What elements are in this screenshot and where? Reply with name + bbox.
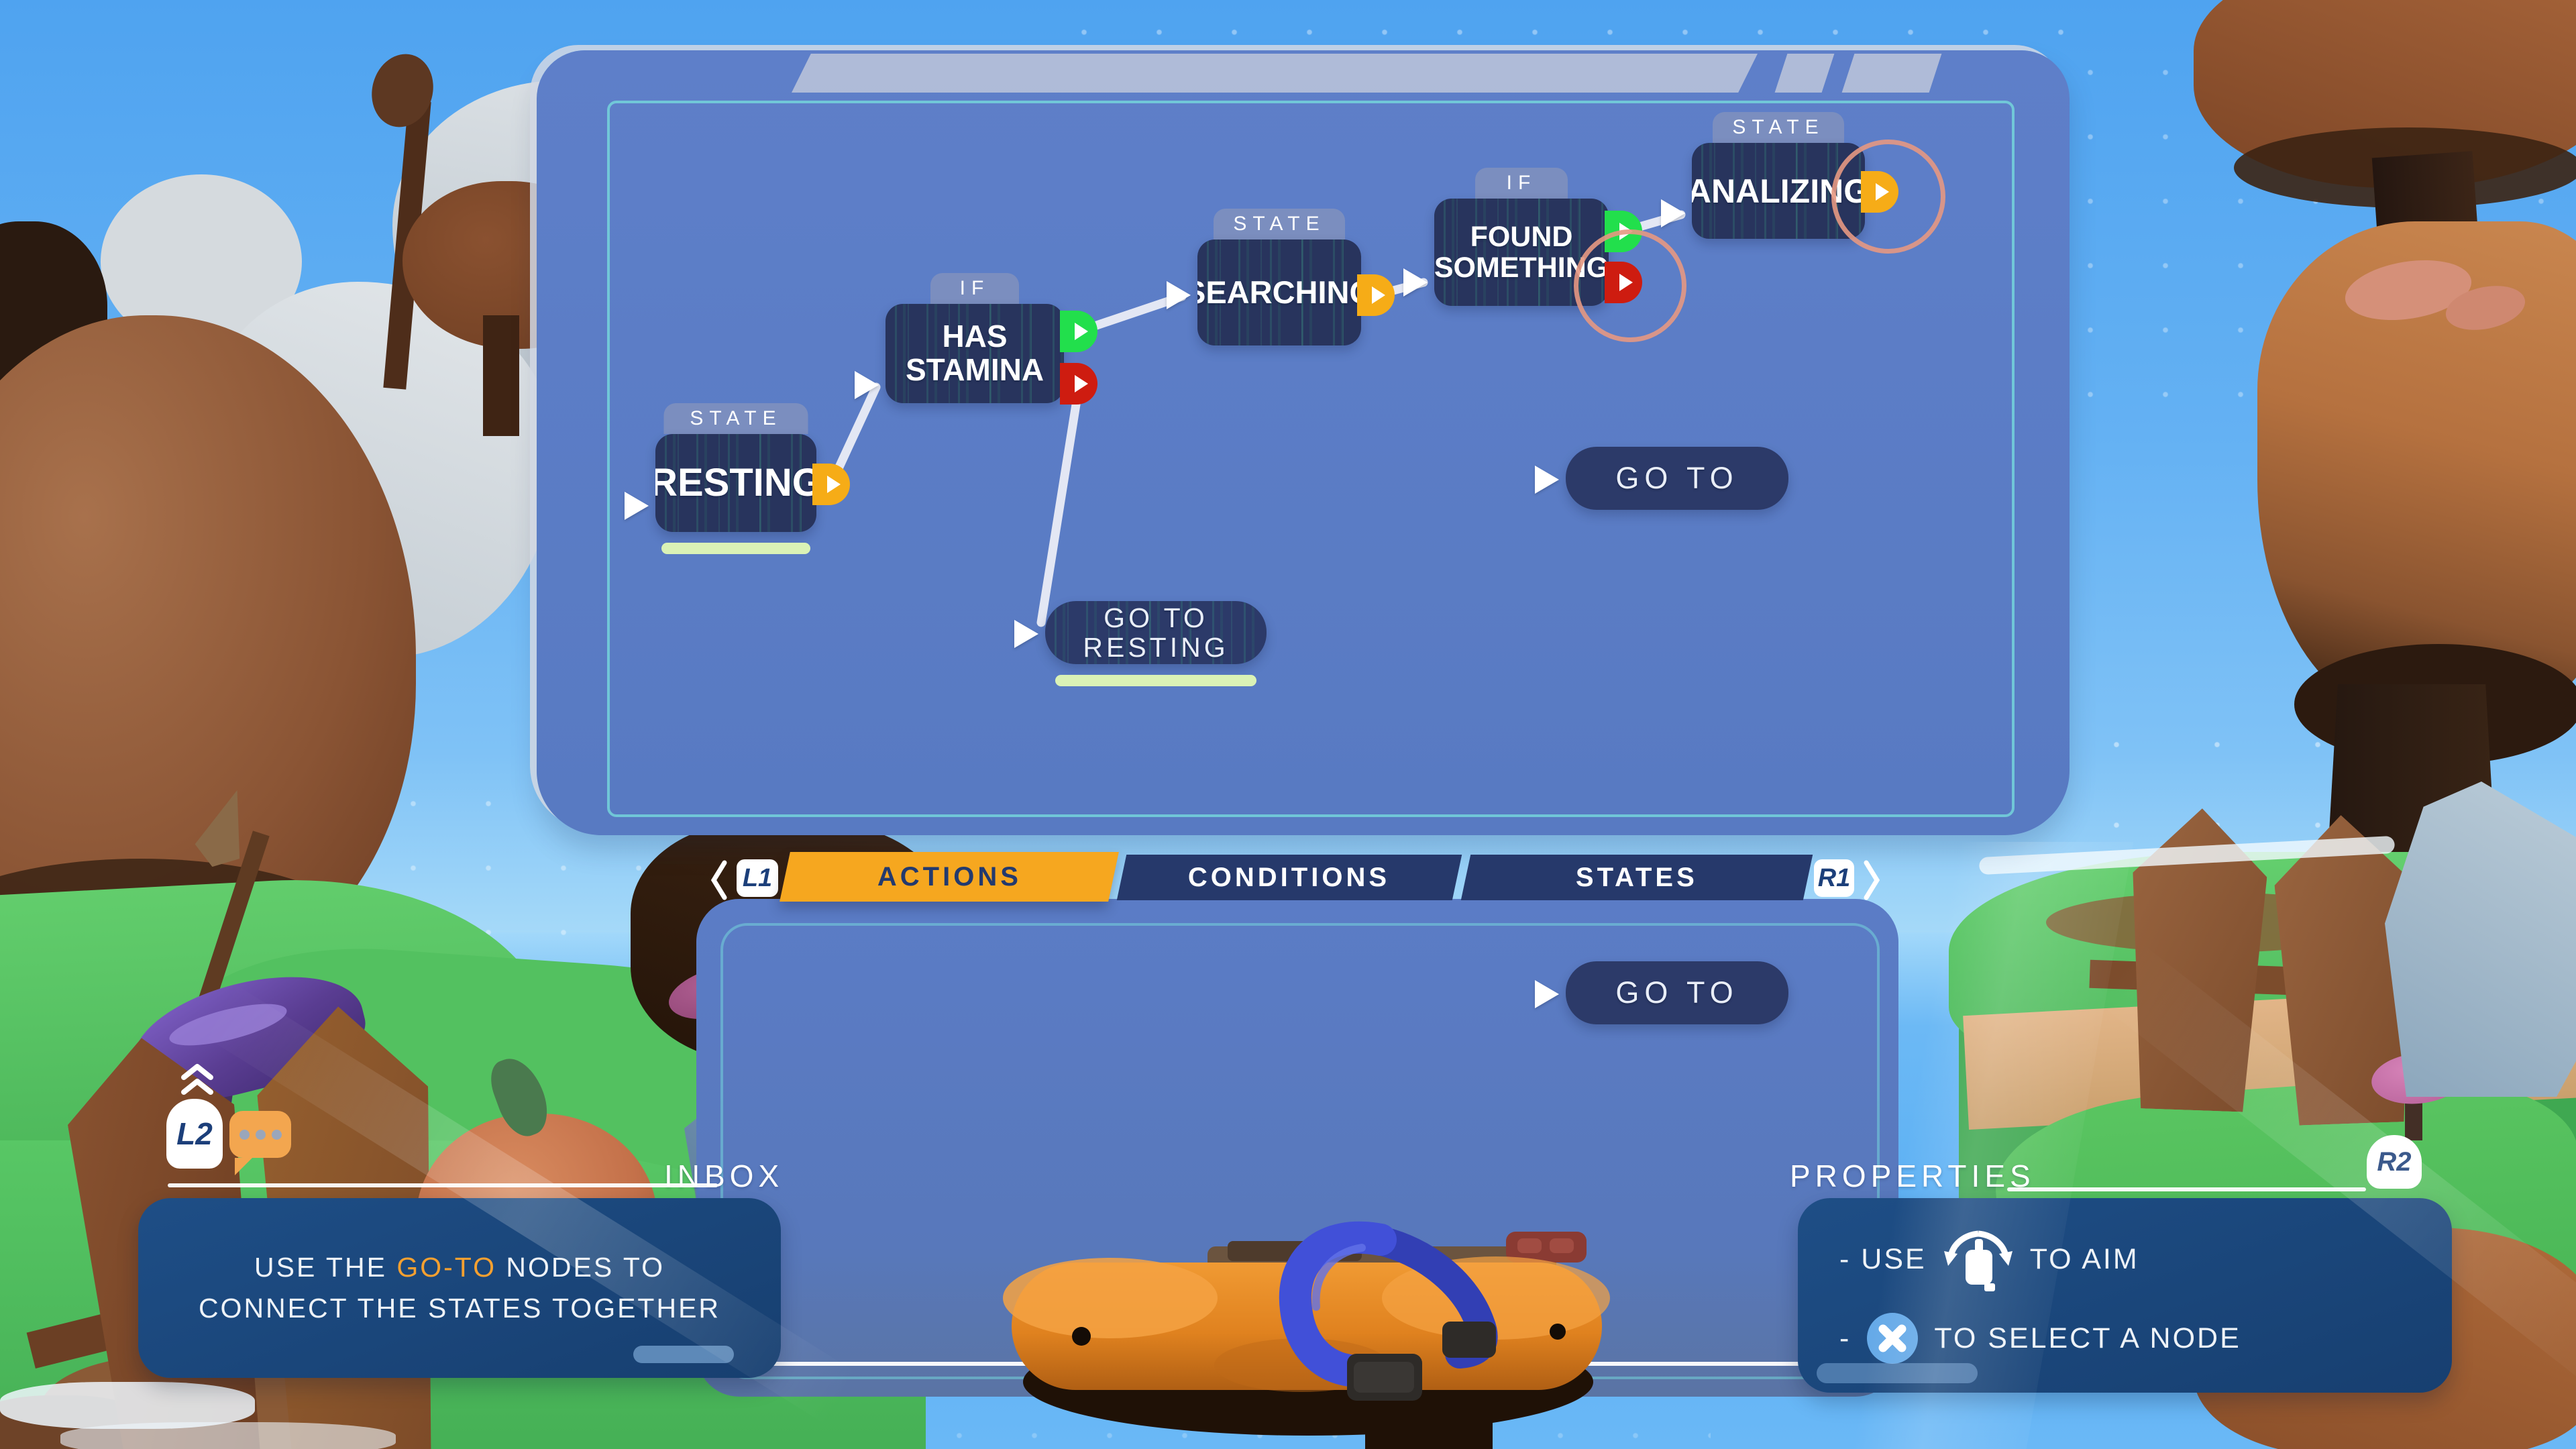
tab-actions[interactable]: ACTIONS — [780, 852, 1119, 902]
tab-states[interactable]: STATES — [1460, 855, 1813, 900]
hint-select: - TO SELECT A NODE — [1839, 1311, 2452, 1365]
node-analizing[interactable]: STATE ANALIZING — [1661, 112, 1898, 239]
properties-tooltip: - USE TO AIM - TO SELECT A — [1798, 1198, 2452, 1393]
water-foam — [0, 1382, 255, 1429]
node-false-port-icon[interactable] — [1060, 363, 1097, 405]
tooltip-scroll-pill — [1817, 1363, 1978, 1383]
node-body: GO TO — [1566, 447, 1788, 510]
node-body: SEARCHING — [1197, 239, 1361, 345]
node-type-tab: IF — [930, 273, 1019, 304]
node-editor-border — [607, 101, 2015, 817]
inbox-tooltip: USE THE GO-TO NODES TO CONNECT THE STATE… — [138, 1198, 781, 1378]
hint-text: TO AIM — [2029, 1242, 2139, 1275]
l2-trigger-button[interactable]: L2 — [166, 1099, 223, 1169]
double-chevron-up-icon — [181, 1064, 213, 1095]
inbox-rule — [168, 1183, 718, 1187]
node-input-arrow-icon — [855, 371, 879, 399]
node-type-tab: STATE — [663, 403, 808, 434]
water-foam — [60, 1422, 396, 1449]
node-go-to-resting[interactable]: GO TO RESTING — [1014, 601, 1267, 686]
node-body: RESTING — [655, 434, 816, 532]
node-type-tab: STATE — [1713, 112, 1844, 143]
tooltip-text-highlight: GO-TO — [396, 1251, 496, 1283]
connection-stamina-false-goto — [1036, 383, 1083, 627]
hint-text: - — [1839, 1322, 1851, 1354]
chevron-right-icon[interactable] — [1862, 859, 1882, 902]
hint-text: - USE — [1839, 1242, 1927, 1275]
node-body: GO TO RESTING — [1045, 601, 1267, 664]
chevron-left-icon[interactable] — [708, 859, 729, 902]
node-type-tab: STATE — [1214, 209, 1345, 239]
palette-item-go-to[interactable]: GO TO — [1535, 961, 1788, 1024]
tooltip-text-suffix: NODES TO CONNECT THE STATES TOGETHER — [198, 1251, 721, 1324]
panel-top-accent — [792, 54, 1758, 93]
node-title: GO TO — [1615, 975, 1739, 1010]
node-title: RESTING — [655, 460, 816, 504]
chat-bubble-icon[interactable] — [229, 1111, 291, 1175]
node-resting[interactable]: STATE RESTING — [625, 403, 850, 554]
node-searching[interactable]: STATE SEARCHING — [1167, 209, 1395, 345]
tab-conditions[interactable]: CONDITIONS — [1116, 855, 1462, 900]
inbox-tooltip-text: USE THE GO-TO NODES TO CONNECT THE STATE… — [138, 1198, 781, 1378]
node-input-arrow-icon — [1403, 268, 1428, 297]
hint-aim: - USE TO AIM — [1839, 1226, 2452, 1293]
device-strap — [1279, 1221, 1397, 1388]
node-type-tab: IF — [1475, 168, 1568, 199]
node-body: HAS STAMINA — [885, 304, 1064, 403]
r2-trigger-button[interactable]: R2 — [2367, 1135, 2422, 1189]
node-title: HAS STAMINA — [905, 319, 1044, 387]
node-input-arrow-icon — [625, 492, 649, 520]
r1-bumper-button[interactable]: R1 — [1814, 859, 1854, 897]
mushroom-stem — [2405, 1100, 2422, 1140]
node-title: GO TO — [1615, 460, 1739, 495]
inbox-label: INBOX — [664, 1159, 784, 1193]
l1-bumper-button[interactable]: L1 — [737, 859, 778, 897]
properties-rule — [2007, 1187, 2366, 1191]
node-title: GO TO RESTING — [1083, 602, 1229, 663]
selection-underline — [1055, 675, 1256, 686]
gyro-aim-icon — [1943, 1230, 2012, 1291]
tooltip-text-prefix: USE THE — [254, 1251, 397, 1283]
hint-text: TO SELECT A NODE — [1934, 1322, 2241, 1354]
node-has-stamina[interactable]: IF HAS STAMINA — [855, 273, 1097, 405]
cross-button-icon — [1867, 1313, 1919, 1364]
node-go-to[interactable]: GO TO — [1535, 447, 1788, 510]
node-input-arrow-icon — [1535, 980, 1559, 1008]
aim-reticle — [1574, 229, 1686, 342]
tree-trunk — [483, 315, 519, 436]
node-input-arrow-icon — [1014, 620, 1038, 648]
node-title: SEARCHING — [1197, 274, 1361, 310]
node-output-port-icon[interactable] — [1357, 274, 1395, 316]
node-input-arrow-icon — [1167, 281, 1191, 309]
node-true-port-icon[interactable] — [1060, 311, 1097, 352]
selection-underline — [661, 543, 810, 554]
node-output-port-icon[interactable] — [812, 464, 850, 505]
node-body: GO TO — [1566, 961, 1788, 1024]
rock — [2385, 782, 2576, 1097]
node-input-arrow-icon — [1535, 466, 1559, 494]
scanner-device — [1003, 1221, 1610, 1449]
tooltip-scroll-pill — [633, 1346, 734, 1363]
aim-reticle — [1831, 140, 1945, 254]
node-input-arrow-icon — [1661, 199, 1685, 227]
properties-label: PROPERTIES — [1790, 1159, 2035, 1193]
